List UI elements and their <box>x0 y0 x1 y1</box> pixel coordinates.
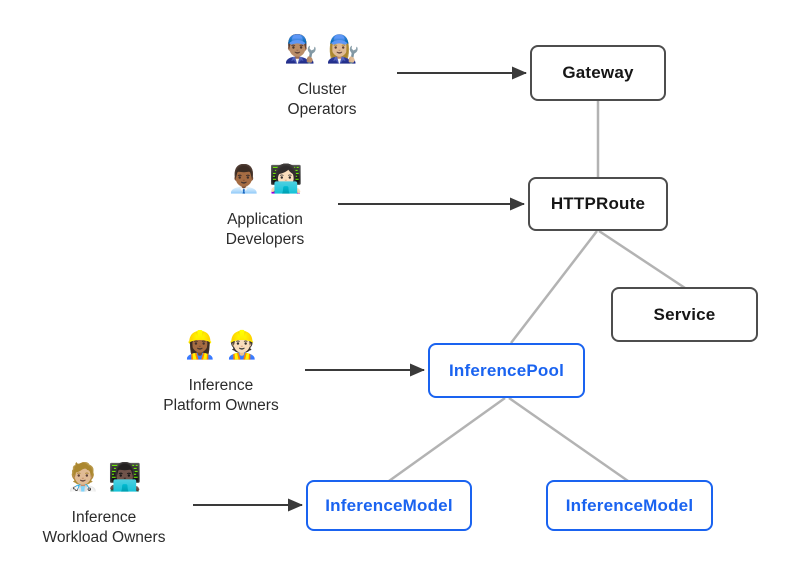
node-inferencemodel-right-label: InferenceModel <box>565 495 694 515</box>
cluster-operators-label-line1: Cluster <box>297 81 347 98</box>
persona-cluster-operators: 👨🏽‍🔧 👩🏼‍🔧 Cluster Operators <box>232 32 412 120</box>
cluster-operators-emoji: 👨🏽‍🔧 👩🏼‍🔧 <box>284 34 360 65</box>
cluster-operators-label-line2: Operators <box>287 101 357 118</box>
node-inferencepool: InferencePool <box>428 343 585 398</box>
inference-platform-owners-label: Inference Platform Owners <box>163 376 278 416</box>
edge-inferencepool-inferencemodel-right <box>508 396 629 483</box>
node-inferencemodel-left: InferenceModel <box>306 480 472 531</box>
node-httproute: HTTPRoute <box>528 177 668 231</box>
inference-platform-owners-label-line2: Platform Owners <box>163 397 279 414</box>
persona-inference-workload-owners: 🧑🏼‍⚕️ 👨🏿‍💻 Inference Workload Owners <box>14 460 194 548</box>
application-developers-label-line2: Developers <box>225 231 305 248</box>
application-developers-label: Application Developers <box>226 210 304 250</box>
inference-workload-owners-label-line1: Inference <box>71 509 137 526</box>
node-gateway-label: Gateway <box>562 63 634 82</box>
cluster-operators-label: Cluster Operators <box>288 80 357 120</box>
node-service: Service <box>611 287 758 342</box>
edge-httproute-inferencepool <box>510 230 598 344</box>
edge-httproute-service <box>598 229 686 290</box>
inference-platform-owners-emoji: 👷🏾‍♀️ 👷🏻 <box>183 330 259 361</box>
node-service-label: Service <box>653 304 716 324</box>
inference-workload-owners-label: Inference Workload Owners <box>43 508 166 548</box>
node-gateway: Gateway <box>530 45 666 101</box>
node-inferencepool-label: InferencePool <box>448 360 565 380</box>
persona-application-developers: 👨🏾‍💼 👩🏻‍💻 Application Developers <box>175 162 355 250</box>
application-developers-label-line1: Application <box>227 211 303 228</box>
edge-inferencepool-inferencemodel-left <box>388 396 506 483</box>
node-httproute-label: HTTPRoute <box>550 194 646 213</box>
inference-workload-owners-label-line2: Workload Owners <box>42 529 166 546</box>
inference-platform-owners-label-line1: Inference <box>188 377 254 394</box>
node-inferencemodel-right: InferenceModel <box>546 480 713 531</box>
persona-inference-platform-owners: 👷🏾‍♀️ 👷🏻 Inference Platform Owners <box>131 328 311 416</box>
application-developers-emoji: 👨🏾‍💼 👩🏻‍💻 <box>227 164 303 195</box>
inference-workload-owners-emoji: 🧑🏼‍⚕️ 👨🏿‍💻 <box>66 462 142 493</box>
node-inferencemodel-left-label: InferenceModel <box>325 495 453 515</box>
